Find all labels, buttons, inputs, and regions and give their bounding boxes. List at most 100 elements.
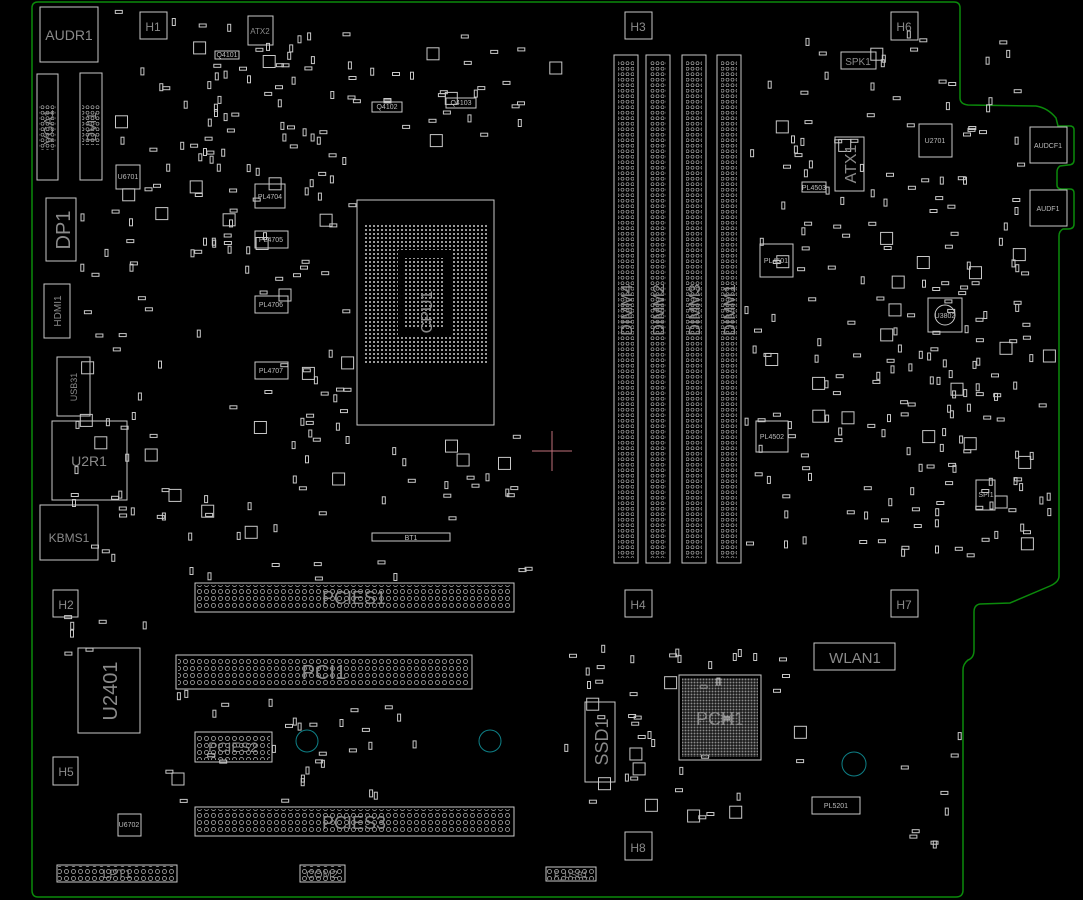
svg-text:SPI1: SPI1: [978, 492, 993, 499]
vga1-connector[interactable]: VGA1: [36, 73, 59, 181]
dimm1-slot[interactable]: DIMM1: [716, 54, 742, 564]
smd-component: [975, 392, 984, 397]
smd-component: [808, 472, 812, 481]
smd-component: [271, 744, 276, 753]
smd-component: [930, 347, 939, 352]
smd-component: [1019, 483, 1024, 492]
pl5201-inductor[interactable]: PL5201: [811, 796, 861, 815]
wlan1-slot[interactable]: WLAN1: [813, 642, 896, 671]
pcies3-slot[interactable]: PCIES3: [194, 806, 515, 837]
smd-component: [957, 176, 966, 181]
h3-mount-hole[interactable]: H3: [624, 11, 653, 40]
f-usb1-header[interactable]: F_USB1: [545, 866, 597, 882]
u6702-chip[interactable]: U6702: [117, 813, 142, 837]
u2701-chip[interactable]: U2701: [918, 123, 953, 158]
svg-text:SSD1: SSD1: [592, 718, 612, 765]
ssd1-slot[interactable]: SSD1: [584, 701, 616, 783]
smd-component: [512, 434, 521, 439]
dimm2-slot[interactable]: DIMM2: [645, 54, 671, 564]
h8-mount-hole[interactable]: H8: [624, 831, 653, 861]
u3802-chip[interactable]: U3802: [927, 297, 963, 333]
svg-text:AUDR1: AUDR1: [45, 27, 93, 43]
dp1-connector[interactable]: DP1: [45, 197, 77, 262]
audr1-connector[interactable]: AUDR1: [39, 6, 99, 63]
smd-component: [1006, 49, 1011, 58]
svg-text:HDMI1: HDMI1: [53, 295, 64, 327]
audcf1-connector[interactable]: AUDCF1: [1029, 126, 1068, 164]
dimm3-slot[interactable]: DIMM3: [681, 54, 707, 564]
q4103-part[interactable]: Q4103: [445, 97, 477, 109]
pch1-chip[interactable]: PCH1: [678, 674, 762, 761]
q4102-part[interactable]: Q4102: [371, 101, 403, 113]
smd-component: [907, 313, 916, 318]
pl4707-inductor[interactable]: PL4707: [254, 361, 289, 380]
pl4501-inductor[interactable]: PL4501: [759, 243, 794, 278]
smd-component: [231, 112, 240, 117]
atx2-connector[interactable]: ATX2: [247, 15, 274, 46]
pcies1-slot[interactable]: PCIES1: [194, 582, 515, 613]
smd-component: [275, 85, 283, 90]
smd-component: [348, 76, 357, 80]
smd-component: [812, 409, 826, 423]
q4101-part[interactable]: Q4101: [214, 50, 240, 60]
pcies2-slot[interactable]: PCIES2: [194, 731, 273, 763]
h6-mount-hole[interactable]: H6: [890, 11, 919, 41]
audf1-connector[interactable]: AUDF1: [1029, 189, 1068, 227]
smd-component: [184, 689, 189, 698]
pl4704-inductor[interactable]: PL4704: [254, 183, 286, 209]
smd-component: [310, 133, 315, 142]
smd-component: [373, 791, 378, 800]
smd-component: [952, 390, 957, 399]
cpu1-socket[interactable]: CPU1: [356, 199, 495, 426]
smd-component: [212, 239, 217, 248]
smd-component: [754, 328, 762, 333]
h2-mount-hole[interactable]: H2: [52, 589, 79, 618]
u6701-chip[interactable]: U6701: [115, 164, 141, 190]
smd-component: [201, 504, 215, 518]
svg-text:H5: H5: [58, 765, 74, 779]
smd-component: [1015, 450, 1020, 459]
dimm4-slot[interactable]: DIMM4: [613, 54, 639, 564]
smd-component: [935, 196, 944, 201]
pl4706-inductor[interactable]: PL4706: [254, 295, 289, 314]
smd-component: [601, 644, 606, 653]
smd-component: [825, 414, 830, 423]
spi1-chip[interactable]: SPI1: [975, 479, 996, 511]
h1-mount-hole[interactable]: H1: [139, 11, 168, 40]
bt1-battery[interactable]: BT1: [371, 532, 451, 542]
pl4503-inductor[interactable]: PL4503: [801, 181, 827, 193]
smd-component: [342, 32, 351, 37]
smd-component: [1021, 271, 1030, 276]
smd-component: [872, 379, 881, 384]
smd-component: [304, 187, 309, 196]
h4-mount-hole[interactable]: H4: [624, 589, 653, 618]
h7-mount-hole[interactable]: H7: [890, 589, 919, 618]
u2r1-connector[interactable]: U2R1: [51, 420, 128, 501]
smd-component: [1038, 403, 1047, 408]
com2-header[interactable]: COM2: [299, 864, 346, 883]
u2401-chip[interactable]: U2401: [77, 647, 141, 734]
smd-component: [1013, 381, 1018, 390]
pl4502-inductor[interactable]: PL4502: [755, 420, 789, 453]
dvi1-connector[interactable]: DVI1: [79, 72, 103, 181]
smd-component: [632, 762, 646, 776]
smd-component: [913, 524, 922, 528]
smd-component: [916, 256, 930, 269]
smd-component: [1029, 354, 1034, 363]
spk1-header[interactable]: SPK1: [840, 51, 877, 70]
lpt1-header[interactable]: LPT1: [56, 864, 178, 883]
pci1-slot[interactable]: PCI1: [175, 654, 473, 690]
smd-component: [297, 722, 302, 731]
smd-component: [471, 483, 480, 488]
hdmi1-connector[interactable]: HDMI1: [43, 283, 71, 339]
board-outline: [31, 1, 1075, 898]
usb31-connector[interactable]: USB31: [56, 356, 91, 417]
pl4705-inductor[interactable]: PL4705: [254, 230, 289, 249]
smd-component: [83, 310, 92, 315]
smd-component: [277, 99, 282, 108]
h5-mount-hole[interactable]: H5: [52, 756, 79, 786]
kbms1-connector[interactable]: KBMS1: [39, 504, 99, 561]
atx1-connector[interactable]: ATX1: [834, 136, 865, 192]
smd-component: [320, 391, 329, 396]
